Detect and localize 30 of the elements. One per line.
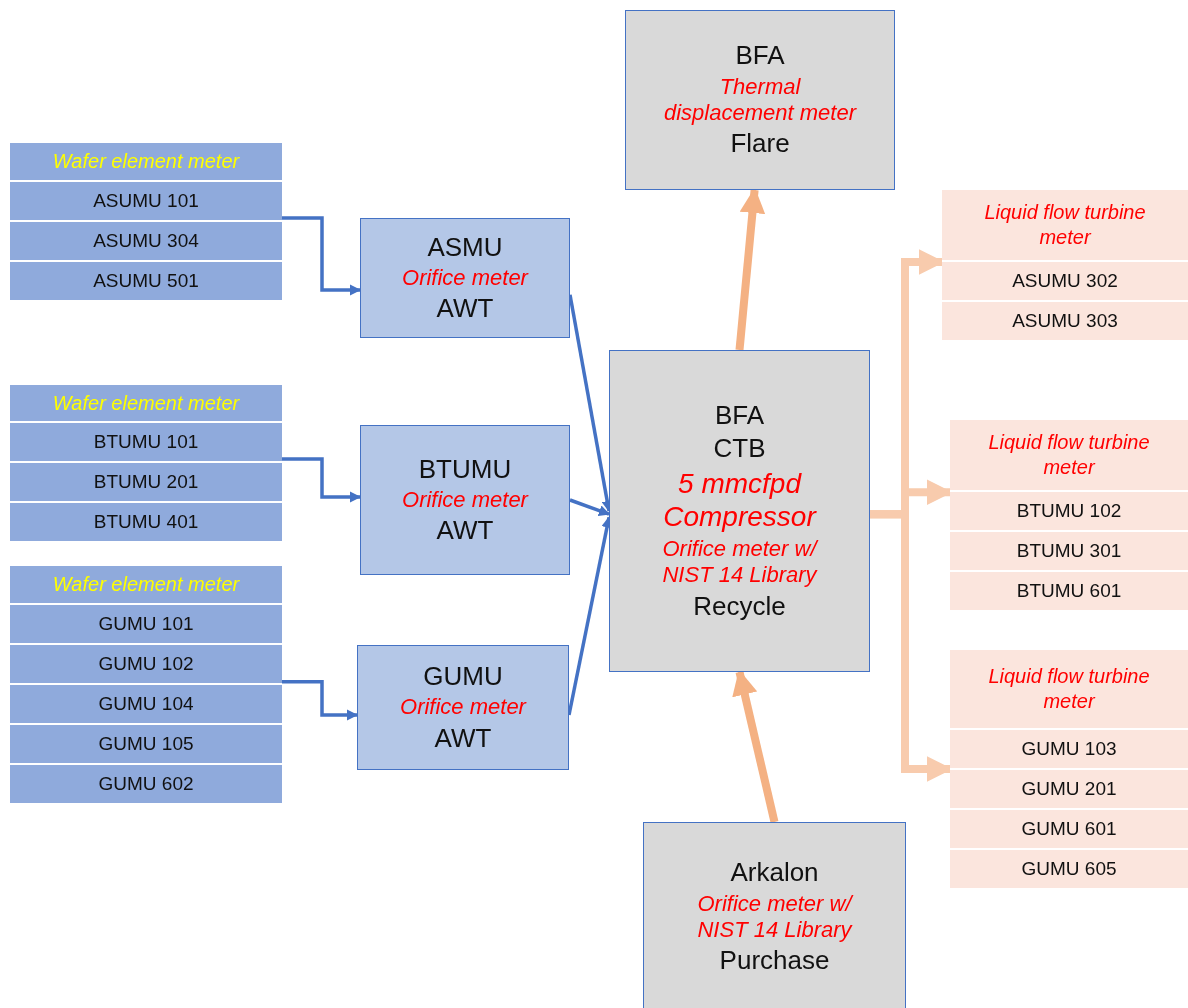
meter-type-label: Orifice meter w/ NIST 14 Library [696,890,855,944]
unit-name: ASMU [427,231,503,263]
function-label: Purchase [719,945,830,977]
process-box [625,10,895,190]
unit-name: GUMU [423,661,503,693]
function-label: Recycle [693,590,786,622]
meter-type-label: 5 mmcfpd Compressor [662,466,818,534]
meter-type-label: Thermal displacement meter [663,73,858,127]
meter-type-label: Orifice meter [400,694,526,721]
process-box [609,350,870,672]
meter-type-label: Orifice meter [402,264,528,292]
meter-type-label: Orifice meter w/ NIST 14 Library [661,535,820,589]
process-box [357,645,569,770]
function-label: AWT [436,515,494,547]
meter-type-label: Orifice meter [402,486,528,514]
process-box [643,822,906,1008]
arrow [282,680,359,721]
process-box [360,425,570,575]
arrow [282,457,362,503]
unit-name: BTUMU [418,453,512,485]
arrow [569,498,611,517]
arrow [282,216,362,296]
function-label: AWT [434,722,492,754]
function-label: CTB [713,433,766,465]
unit-name: BFA [735,40,785,72]
function-label: AWT [436,293,494,325]
unit-name: Arkalon [730,857,819,889]
function-label: Flare [730,128,790,160]
unit-name: BFA [714,400,765,432]
process-box [360,218,570,338]
